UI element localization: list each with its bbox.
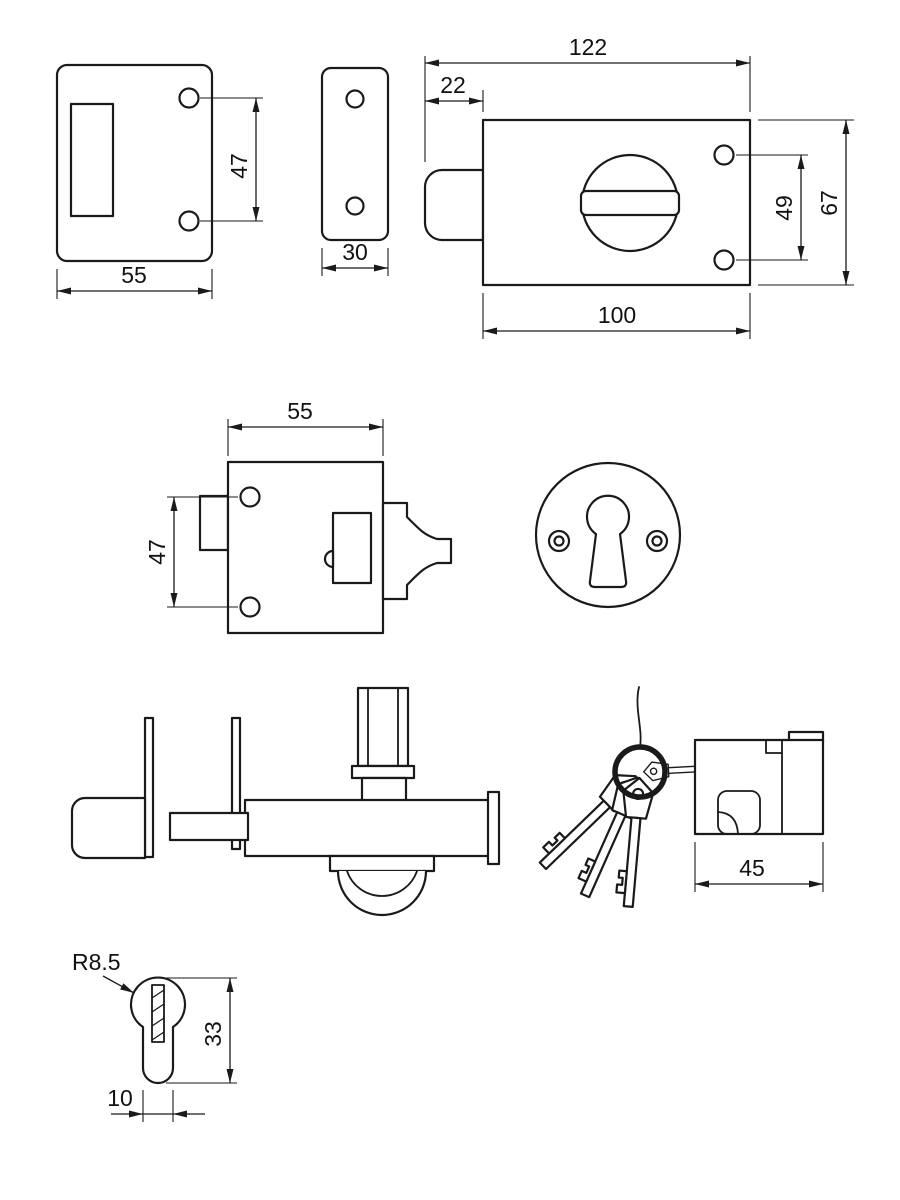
cylinder-profile-view <box>129 976 187 1085</box>
dim-label-screw-spacing: 49 <box>771 195 797 221</box>
screw-hole <box>713 249 735 271</box>
bolt <box>423 168 485 242</box>
dim-label-cylinder-length: 45 <box>739 855 765 881</box>
spindle <box>381 501 453 601</box>
dim-label-side-plate-width: 30 <box>342 239 368 265</box>
keep-side-view <box>320 66 390 242</box>
dim-side-plate-width: 30 <box>321 239 389 276</box>
dim-label-case-width: 55 <box>287 398 313 424</box>
screw-hole <box>345 196 365 216</box>
lock-case-view <box>198 460 453 635</box>
dim-label-keep-width: 55 <box>121 262 147 288</box>
bolt-side <box>168 811 250 842</box>
dim-cylinder-profile-width: 10 <box>107 1085 205 1122</box>
keys-illustration <box>531 686 725 909</box>
bolt-stub <box>198 494 230 552</box>
screw-hole <box>239 486 261 508</box>
case-side <box>243 798 495 858</box>
strike-bracket-view <box>70 716 155 860</box>
dim-cylinder-radius: R8.5 <box>72 949 135 994</box>
spindle-shaft <box>356 686 410 768</box>
dim-bolt-section: 22 <box>425 72 484 112</box>
lock-front-view <box>423 118 752 287</box>
dim-label-cylinder-radius: R8.5 <box>72 949 121 975</box>
dim-body-width: 100 <box>482 293 751 339</box>
dim-cylinder-profile-height: 33 <box>166 977 237 1084</box>
dim-label-bolt-section: 22 <box>440 72 466 98</box>
faceplate-edge <box>230 716 242 851</box>
lock-side-assembly-view <box>168 686 501 917</box>
dim-case-hole-spacing: 47 <box>144 496 238 608</box>
screw-hole <box>178 87 200 109</box>
cylinder-side-view <box>693 730 825 836</box>
keep-front-view <box>55 63 214 263</box>
screw-hole <box>345 89 365 109</box>
dim-label-body-height: 67 <box>816 190 842 216</box>
dim-label-keep-hole-spacing: 47 <box>226 153 252 179</box>
dim-label-lock-total-width: 122 <box>569 34 607 60</box>
key-ring <box>612 744 668 800</box>
screw-hole <box>178 210 200 232</box>
dim-label-cylinder-profile-height: 33 <box>200 1021 226 1047</box>
dim-keep-hole-spacing: 47 <box>200 97 263 222</box>
key-slot <box>151 984 165 1043</box>
escutcheon-view <box>534 461 682 609</box>
dim-keep-width: 55 <box>56 262 213 299</box>
cylinder-dome <box>336 869 428 917</box>
keyhole <box>585 494 631 589</box>
dim-label-body-width: 100 <box>598 302 636 328</box>
dim-screw-spacing: 49 <box>736 154 808 261</box>
dim-body-height: 67 <box>758 119 854 286</box>
screw-hole <box>713 144 735 166</box>
dim-label-cylinder-profile-width: 10 <box>107 1085 133 1111</box>
dim-label-case-hole-spacing: 47 <box>144 539 170 565</box>
dim-case-width: 55 <box>227 398 384 456</box>
screw-hole <box>239 596 261 618</box>
dim-cylinder-length: 45 <box>694 842 824 892</box>
dim-lock-total-width: 122 <box>424 34 751 162</box>
